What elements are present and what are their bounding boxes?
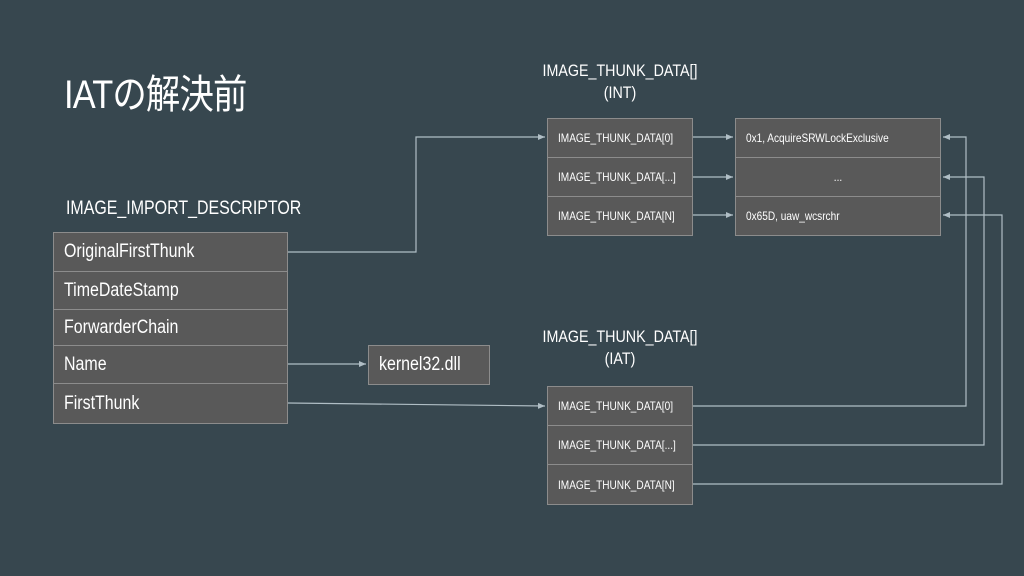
descriptor-label: IMAGE_IMPORT_DESCRIPTOR [66, 198, 302, 219]
name-row-label: 0x65D, uaw_wcsrchr [746, 209, 840, 223]
iat-row-label: IMAGE_THUNK_DATA[N] [558, 477, 675, 492]
int-row-label: IMAGE_THUNK_DATA[N] [558, 209, 675, 223]
arrow-iatn-to-namen [693, 212, 1003, 485]
name-row-mid: ... [735, 157, 941, 197]
descriptor-field-time-date-stamp: TimeDateStamp [53, 271, 288, 310]
iat-row-0: IMAGE_THUNK_DATA[0] [547, 386, 693, 426]
int-row-0: IMAGE_THUNK_DATA[0] [547, 118, 693, 158]
name-row-0: 0x1, AcquireSRWLockExclusive [735, 118, 941, 158]
int-label-line2: (INT) [603, 83, 637, 102]
int-row-label: IMAGE_THUNK_DATA[...] [558, 170, 676, 184]
int-row-label: IMAGE_THUNK_DATA[0] [558, 131, 674, 145]
int-row-mid: IMAGE_THUNK_DATA[...] [547, 157, 693, 197]
iat-row-n: IMAGE_THUNK_DATA[N] [547, 464, 693, 505]
descriptor-field-label: TimeDateStamp [64, 279, 179, 301]
int-label-line1: IMAGE_THUNK_DATA[] [542, 61, 698, 80]
int-table-label: IMAGE_THUNK_DATA[] (INT) [536, 60, 704, 104]
iat-row-label: IMAGE_THUNK_DATA[...] [558, 438, 676, 452]
descriptor-field-original-first-thunk: OriginalFirstThunk [53, 232, 288, 272]
dll-name-box: kernel32.dll [368, 345, 490, 385]
name-row-label: ... [833, 170, 843, 184]
arrow-iatmid-to-namemid [693, 174, 985, 446]
name-row-n: 0x65D, uaw_wcsrchr [735, 196, 941, 236]
slide-title: IATの解決前 [64, 73, 247, 117]
iat-label-line2: (IAT) [604, 349, 636, 368]
descriptor-field-label: ForwarderChain [64, 316, 179, 338]
descriptor-field-forwarder-chain: ForwarderChain [53, 309, 288, 346]
arrow-iat0-to-name0 [693, 134, 967, 407]
iat-table-label: IMAGE_THUNK_DATA[] (IAT) [536, 326, 704, 370]
iat-row-label: IMAGE_THUNK_DATA[0] [558, 399, 674, 413]
arrow-first-thunk-to-iat [287, 402, 546, 409]
iat-label-line1: IMAGE_THUNK_DATA[] [542, 327, 698, 346]
name-row-label: 0x1, AcquireSRWLockExclusive [746, 131, 889, 145]
descriptor-field-name: Name [53, 345, 288, 384]
arrow-original-first-thunk-to-int [288, 134, 545, 253]
int-row-n: IMAGE_THUNK_DATA[N] [547, 196, 693, 236]
descriptor-field-first-thunk: FirstThunk [53, 383, 288, 424]
descriptor-field-label: OriginalFirstThunk [64, 241, 195, 262]
descriptor-field-label: Name [64, 353, 107, 375]
descriptor-field-label: FirstThunk [64, 392, 140, 414]
dll-name: kernel32.dll [379, 354, 461, 375]
